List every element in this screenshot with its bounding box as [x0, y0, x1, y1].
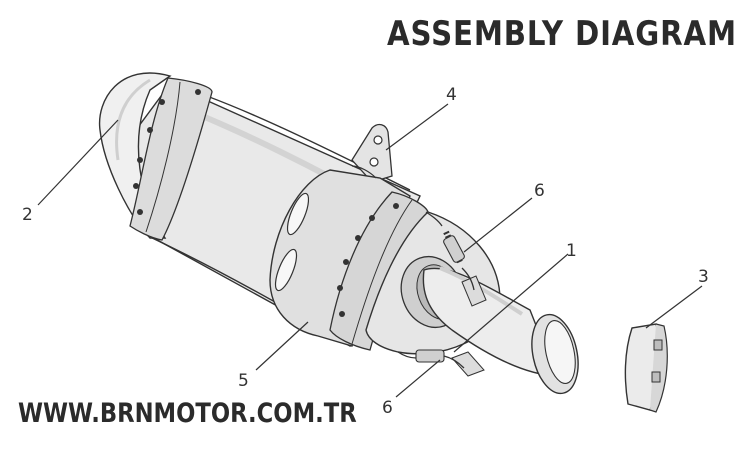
callout-4: 4 [446, 85, 457, 105]
rear-clamp-band [129, 77, 213, 241]
end-cap [98, 72, 172, 239]
callout-6-upper: 6 [534, 181, 545, 201]
outlet-cap [624, 323, 668, 413]
callout-2: 2 [22, 205, 33, 225]
diagram-title: ASSEMBLY DIAGRAM [386, 14, 737, 54]
lower-spring [397, 349, 465, 369]
leader-lines [37, 103, 703, 398]
callout-5: 5 [238, 371, 249, 391]
callout-1: 1 [566, 241, 577, 261]
link-pipe [422, 266, 579, 395]
website-url: WWW.BRNMOTOR.COM.TR [18, 398, 357, 429]
callout-6-lower: 6 [382, 398, 393, 418]
mounting-bracket [351, 123, 393, 183]
upper-spring [425, 211, 475, 291]
callout-3: 3 [698, 267, 709, 287]
front-clamp-band [329, 191, 429, 351]
